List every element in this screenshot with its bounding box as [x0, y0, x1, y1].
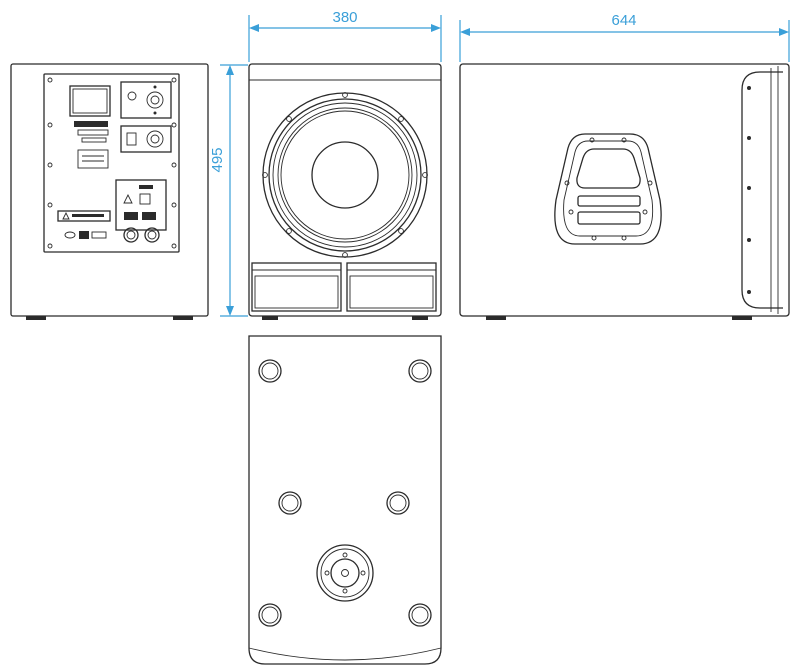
pole-mount-socket [316, 544, 374, 602]
carry-handle [554, 133, 662, 245]
dimension-length: 644 [459, 12, 790, 62]
front-view [248, 63, 442, 320]
bass-ports [251, 262, 437, 312]
dimension-depth: 380 [248, 9, 442, 62]
rear-view [10, 63, 209, 320]
side-view [459, 63, 790, 320]
bottom-view [248, 335, 442, 665]
woofer [262, 92, 428, 258]
length-label: 644 [611, 12, 636, 29]
dimension-height: 495 [209, 64, 248, 317]
height-label: 495 [209, 147, 226, 172]
amplifier-panel [43, 73, 180, 253]
depth-label: 380 [332, 9, 357, 26]
rubber-feet [258, 359, 432, 627]
